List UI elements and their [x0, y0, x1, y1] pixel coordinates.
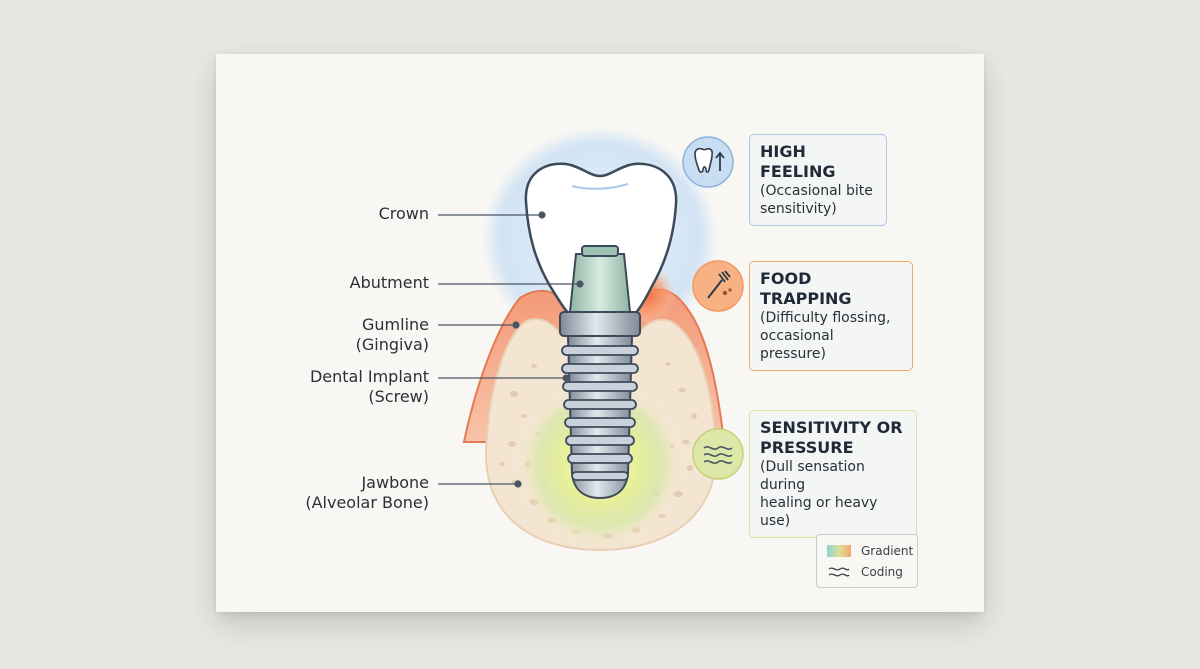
gumline-label-sub: (Gingiva)	[355, 335, 429, 354]
waves-icon	[692, 428, 744, 480]
implant-label-title: Dental Implant	[309, 367, 429, 386]
abutment-top	[581, 245, 619, 257]
legend-coding-label: Coding	[861, 565, 903, 579]
abutment-label-text: Abutment	[349, 273, 429, 292]
food-trapping-desc-1: (Difficulty flossing,	[760, 310, 891, 326]
gumline-label-title: Gumline	[362, 315, 429, 334]
high-feeling-desc-2: sensitivity)	[760, 201, 837, 217]
implant-label-sub: (Screw)	[368, 387, 429, 406]
tooth-arrow-icon	[682, 136, 734, 188]
infographic-card: Crown Abutment Gumline (Gingiva) Dental …	[216, 54, 984, 612]
legend-gradient-label: Gradient	[861, 544, 914, 558]
fork-icon	[692, 260, 744, 312]
gradient-swatch	[827, 545, 851, 557]
legend-gradient-row: Gradient	[827, 543, 913, 559]
food-trapping-title: FOOD TRAPPING	[760, 269, 852, 308]
jawbone-label-sub: (Alveolar Bone)	[305, 493, 429, 512]
sensitivity-callout: SENSITIVITY OR PRESSURE (Dull sensation …	[749, 410, 917, 538]
sensitivity-desc-2: healing or heavy use)	[760, 495, 878, 529]
crown-label-text: Crown	[378, 204, 429, 223]
leader-lines	[438, 211, 584, 488]
crown-label: Crown	[379, 204, 429, 224]
crown	[524, 162, 678, 324]
sensitivity-title-1: SENSITIVITY OR	[760, 418, 903, 437]
implant-collar	[559, 311, 641, 337]
screw-threads	[561, 345, 639, 481]
food-trapping-callout: FOOD TRAPPING (Difficulty flossing, occa…	[749, 261, 913, 371]
high-feeling-callout: HIGH FEELING (Occasional bite sensitivit…	[749, 134, 887, 226]
abutment-label: Abutment	[350, 273, 429, 293]
implant-diagram	[438, 127, 726, 552]
crown-shine	[571, 183, 629, 190]
waves-icon	[828, 567, 850, 577]
jawbone-label-title: Jawbone	[361, 473, 429, 492]
legend: Gradient Coding	[816, 534, 918, 588]
implant-label: Dental Implant (Screw)	[310, 367, 429, 407]
jawbone-label: Jawbone (Alveolar Bone)	[305, 473, 429, 513]
sensitivity-title-2: PRESSURE	[760, 438, 854, 457]
legend-coding-row: Coding	[827, 564, 903, 580]
sensitivity-desc-1: (Dull sensation during	[760, 459, 865, 493]
high-feeling-desc-1: (Occasional bite	[760, 183, 873, 199]
food-trapping-desc-2: occasional pressure)	[760, 328, 834, 362]
high-feeling-title: HIGH FEELING	[760, 142, 836, 181]
gumline-label: Gumline (Gingiva)	[356, 315, 429, 355]
